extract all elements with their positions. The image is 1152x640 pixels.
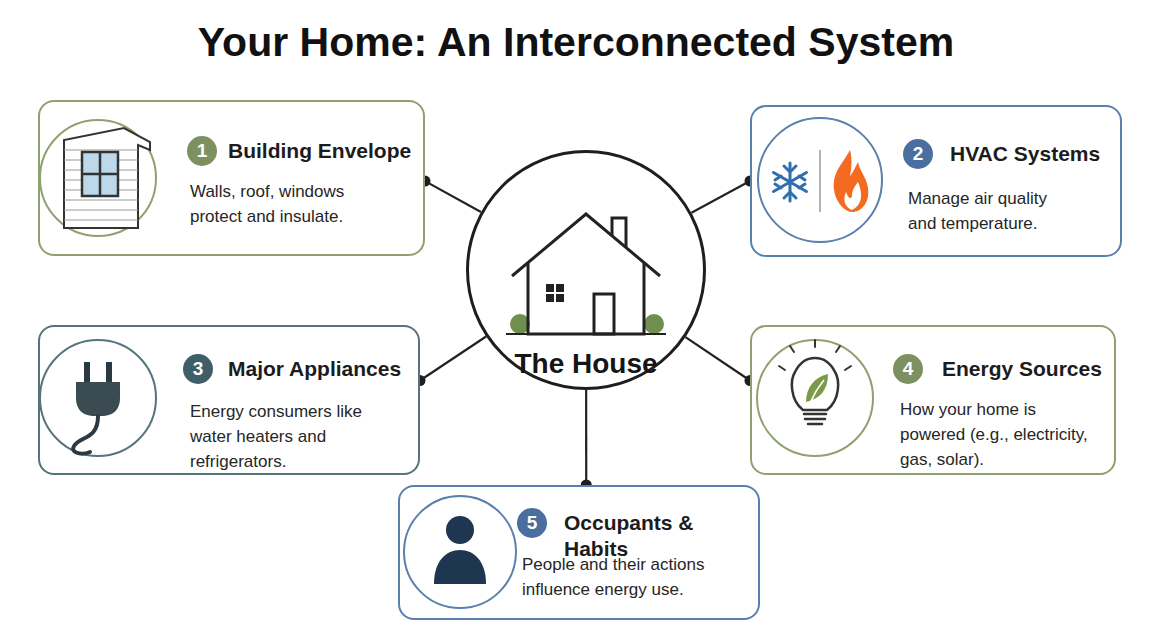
box-heading: Occupants & Habits xyxy=(564,510,756,562)
connector-line xyxy=(585,390,587,485)
component-box: Energy SourcesHow your home is powered (… xyxy=(750,325,1116,475)
number-badge: 3 xyxy=(183,354,213,384)
callout-number: 2 xyxy=(903,139,933,169)
component-box: Major AppliancesEnergy consumers like wa… xyxy=(38,325,420,475)
number-badge: 4 xyxy=(893,354,923,384)
number-badge: 5 xyxy=(517,508,547,538)
connector-line xyxy=(425,181,481,212)
box-description: Energy consumers like water heaters and … xyxy=(190,399,390,474)
number-badge: 1 xyxy=(187,136,217,166)
callout-number: 1 xyxy=(187,136,217,166)
component-box: Occupants & HabitsPeople and their actio… xyxy=(398,485,760,620)
component-box: HVAC SystemsManage air quality and tempe… xyxy=(750,105,1122,257)
box-heading: Major Appliances xyxy=(228,356,418,382)
connector-line xyxy=(420,336,486,380)
hub-circle: The House xyxy=(466,150,706,390)
box-heading: HVAC Systems xyxy=(950,141,1120,167)
diagram-title: Your Home: An Interconnected System xyxy=(0,14,1152,70)
box-description: Walls, roof, windows protect and insulat… xyxy=(190,179,380,229)
box-heading: Building Envelope xyxy=(228,138,423,164)
hub-label: The House xyxy=(469,346,703,382)
callout-number: 5 xyxy=(517,508,547,538)
box-description: People and their actions influence energ… xyxy=(522,552,737,602)
callout-number: 3 xyxy=(183,354,213,384)
callout-number: 4 xyxy=(893,354,923,384)
number-badge: 2 xyxy=(903,139,933,169)
box-description: How your home is powered (e.g., electric… xyxy=(900,397,1100,472)
connector-line xyxy=(691,181,750,213)
box-description: Manage air quality and temperature. xyxy=(908,186,1073,236)
connector-line xyxy=(686,337,750,380)
box-heading: Energy Sources xyxy=(942,356,1114,382)
component-box: Building EnvelopeWalls, roof, windows pr… xyxy=(38,100,425,256)
